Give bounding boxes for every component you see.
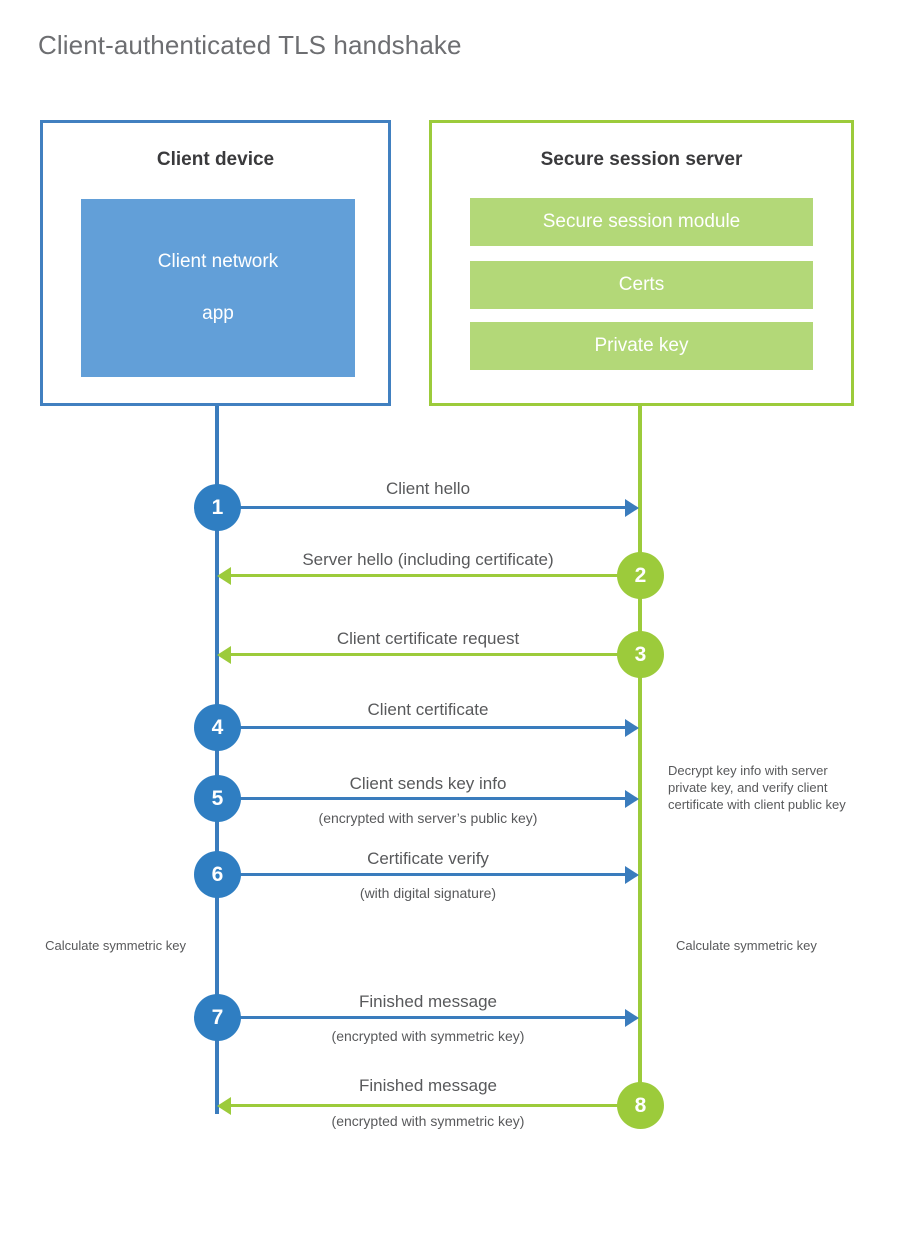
step-5-arrow-line	[217, 797, 632, 800]
step-8-arrow-line	[225, 1104, 640, 1107]
step-4-label: Client certificate	[367, 700, 489, 719]
step-2-circle[interactable]: 2	[617, 552, 664, 599]
client-calculate-symmetric-key-note: Calculate symmetric key	[45, 938, 186, 953]
server-decrypt-note: Decrypt key info with server private key…	[668, 763, 846, 812]
step-6-arrow-line	[217, 873, 632, 876]
secure-session-server-box: Secure session server Secure session mod…	[429, 120, 854, 406]
step-3-circle[interactable]: 3	[617, 631, 664, 678]
step-5-sublabel: (encrypted with server’s public key)	[318, 810, 538, 826]
step-8-arrow-head-icon	[217, 1097, 231, 1115]
server-component-secure-session-module: Secure session module	[470, 198, 813, 246]
step-6-sublabel: (with digital signature)	[359, 885, 497, 901]
client-app-label-line1: Client network	[157, 251, 279, 272]
client-network-app-block: Client network app	[81, 199, 355, 377]
step-7-circle[interactable]: 7	[194, 994, 241, 1041]
step-8-circle[interactable]: 8	[617, 1082, 664, 1129]
step-2-arrow-head-icon	[217, 567, 231, 585]
step-3-label: Client certificate request	[336, 629, 520, 648]
step-8-label: Finished message	[359, 1076, 497, 1095]
server-component-private-key: Private key	[470, 322, 813, 370]
step-7-sublabel: (encrypted with symmetric key)	[331, 1028, 525, 1044]
step-6-arrow-head-icon	[625, 866, 639, 884]
step-5-label: Client sends key info	[349, 774, 507, 793]
step-7-arrow-head-icon	[625, 1009, 639, 1027]
client-device-box: Client device Client network app	[40, 120, 391, 406]
server-lifeline	[638, 406, 642, 1106]
client-lifeline	[215, 406, 219, 1114]
step-4-arrow-line	[217, 726, 632, 729]
step-3-arrow-line	[225, 653, 640, 656]
step-4-circle[interactable]: 4	[194, 704, 241, 751]
step-4-arrow-head-icon	[625, 719, 639, 737]
client-app-label-line2: app	[202, 303, 234, 324]
step-6-circle[interactable]: 6	[194, 851, 241, 898]
client-device-title: Client device	[156, 149, 275, 170]
step-2-label: Server hello (including certificate)	[302, 550, 554, 569]
step-7-arrow-line	[217, 1016, 632, 1019]
server-component-certs: Certs	[470, 261, 813, 309]
step-2-arrow-line	[225, 574, 640, 577]
server-calculate-symmetric-key-note: Calculate symmetric key	[676, 938, 817, 953]
step-5-arrow-head-icon	[625, 790, 639, 808]
step-5-circle[interactable]: 5	[194, 775, 241, 822]
secure-session-server-title: Secure session server	[540, 149, 743, 170]
step-6-label: Certificate verify	[367, 849, 489, 868]
step-1-circle[interactable]: 1	[194, 484, 241, 531]
page-title: Client-authenticated TLS handshake	[38, 30, 462, 60]
step-8-sublabel: (encrypted with symmetric key)	[331, 1113, 525, 1129]
step-7-label: Finished message	[359, 992, 497, 1011]
step-1-arrow-line	[217, 506, 632, 509]
step-1-label: Client hello	[385, 479, 471, 498]
step-3-arrow-head-icon	[217, 646, 231, 664]
step-1-arrow-head-icon	[625, 499, 639, 517]
